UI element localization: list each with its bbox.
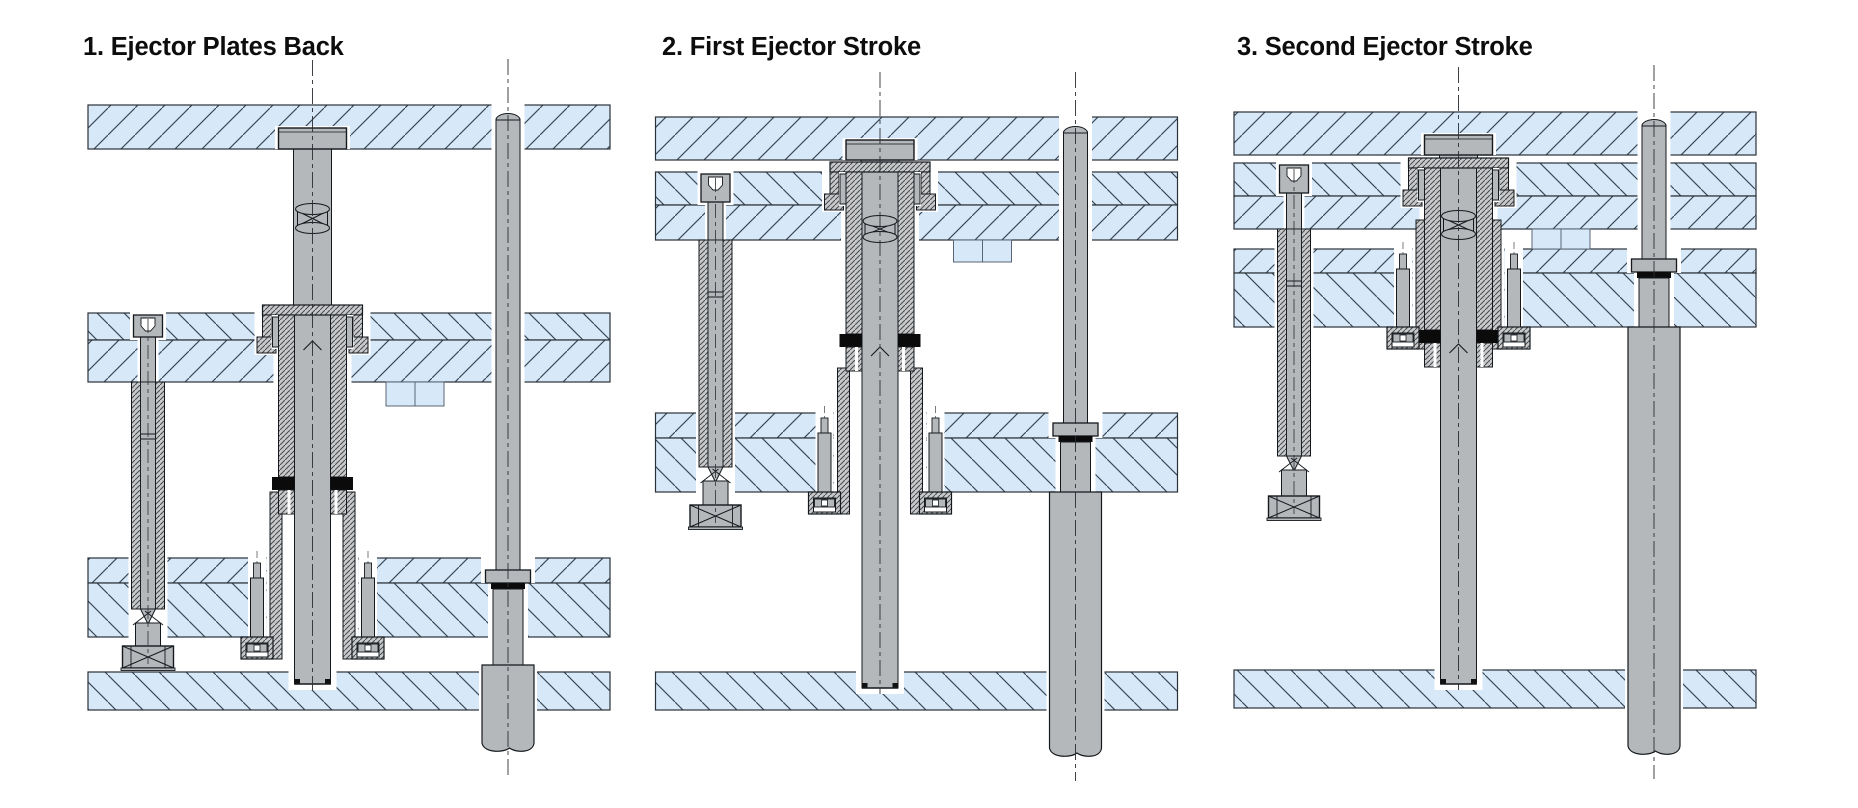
- two-stage-ejector-unit: [824, 72, 936, 694]
- stop-bolt: [1266, 164, 1322, 521]
- return-pin-and-ejector-rod: [1048, 72, 1103, 781]
- return-pin-and-ejector-rod: [481, 59, 535, 776]
- two-stage-ejector-unit: [256, 60, 369, 690]
- retainer-pins: [1386, 242, 1531, 350]
- stop-block: [1531, 228, 1591, 250]
- panel-2-title: 2. First Ejector Stroke: [662, 33, 921, 61]
- panel-3-drawing: [1233, 65, 1757, 779]
- stop-bolt: [120, 314, 176, 671]
- retainer-pins: [240, 551, 385, 660]
- retainer-pins: [807, 406, 953, 515]
- panel-1-drawing: [87, 59, 611, 776]
- stop-block: [385, 381, 445, 407]
- two-stage-ejector-unit: [1402, 67, 1515, 690]
- panel-3-title: 3. Second Ejector Stroke: [1237, 33, 1533, 61]
- stop-bolt: [688, 173, 743, 530]
- panel-2-drawing: [654, 72, 1179, 781]
- stop-block: [953, 239, 1012, 263]
- panel-1-title: 1. Ejector Plates Back: [83, 33, 344, 61]
- return-pin-and-ejector-rod: [1627, 65, 1681, 779]
